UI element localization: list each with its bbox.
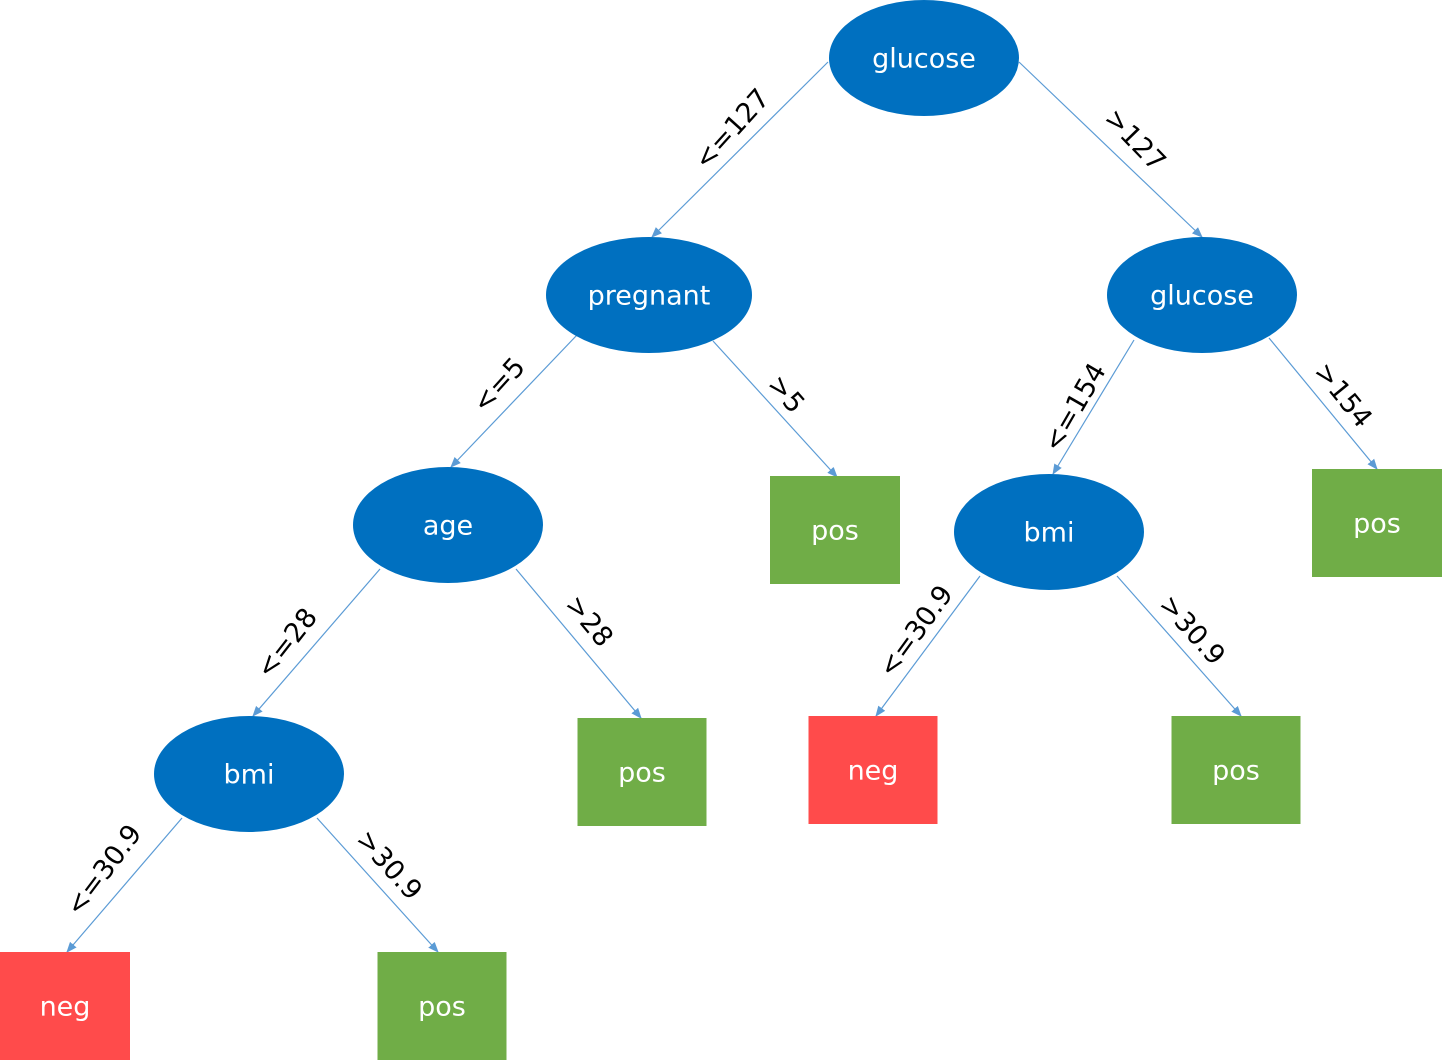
node-label: pos	[1212, 756, 1260, 787]
leaf-node-n12: neg	[0, 952, 130, 1060]
leaf-node-box-pos	[770, 476, 900, 584]
leaf-node-box-pos	[1312, 469, 1442, 577]
edge-n3-n6-arrow	[1052, 339, 1135, 475]
edge-n1-n2-label: <=127	[688, 83, 776, 176]
node-label: pos	[618, 758, 666, 789]
decision-node-ellipse	[154, 716, 344, 832]
decision-node-n6: bmi	[954, 474, 1144, 590]
leaf-node-n9: pos	[577, 718, 707, 826]
node-label: pregnant	[588, 281, 711, 312]
edge-n6-n10-arrow	[875, 575, 981, 717]
leaf-node-box-pos	[1171, 716, 1301, 824]
edges-layer	[66, 61, 1378, 953]
leaf-node-box-neg	[0, 952, 130, 1060]
leaf-node-box-pos	[377, 952, 507, 1060]
edge-n4-n9-arrow	[515, 568, 642, 719]
leaf-node-n13: pos	[377, 952, 507, 1060]
node-label: pos	[418, 992, 466, 1023]
decision-node-n8: bmi	[154, 716, 344, 832]
node-label: pos	[811, 516, 859, 547]
node-label: bmi	[224, 760, 275, 791]
node-label: bmi	[1024, 518, 1075, 549]
decision-node-n3: glucose	[1107, 237, 1297, 353]
edge-n2-n5-arrow	[712, 340, 838, 478]
edge-n4-n8-label: <=28	[250, 602, 323, 684]
leaf-node-n10: neg	[808, 716, 938, 824]
edge-n3-n7-label: >154	[1307, 357, 1378, 434]
edge-n6-n11-label: >30.9	[1153, 589, 1231, 671]
decision-node-n1: glucose	[829, 0, 1019, 116]
decision-node-ellipse	[1107, 237, 1297, 353]
leaf-node-n7: pos	[1312, 469, 1442, 577]
node-label: age	[423, 511, 473, 542]
leaf-node-n5: pos	[770, 476, 900, 584]
decision-node-n4: age	[353, 467, 543, 583]
edge-n8-n12-label: <=30.9	[60, 819, 148, 922]
edge-n2-n4-label: <=5	[467, 352, 532, 419]
leaf-node-n11: pos	[1171, 716, 1301, 824]
edge-n1-n3-label: >127	[1098, 103, 1172, 178]
edge-n8-n13-label: >30.9	[350, 824, 428, 906]
edge-n8-n13-arrow	[316, 817, 439, 953]
decision-node-n2: pregnant	[546, 237, 752, 353]
node-label: neg	[848, 756, 899, 787]
node-label: glucose	[1150, 281, 1254, 312]
edge-n1-n2-arrow	[651, 61, 829, 238]
edge-n3-n6-label: <=154	[1038, 358, 1113, 457]
decision-node-ellipse	[954, 474, 1144, 590]
decision-node-ellipse	[353, 467, 543, 583]
node-label: pos	[1353, 509, 1401, 540]
node-label: neg	[40, 992, 91, 1023]
edge-n2-n5-label: >5	[761, 369, 811, 419]
edge-n6-n10-label: <=30.9	[873, 580, 960, 683]
leaf-node-box-pos	[577, 718, 707, 826]
edge-n6-n11-arrow	[1116, 575, 1242, 717]
node-label: glucose	[872, 44, 976, 75]
edge-n4-n8-arrow	[252, 568, 381, 717]
edge-n3-n7-arrow	[1268, 337, 1378, 470]
decision-node-ellipse	[546, 237, 752, 353]
decision-node-ellipse	[829, 0, 1019, 116]
edge-n1-n3-arrow	[1018, 61, 1203, 238]
edge-n8-n12-arrow	[66, 817, 183, 953]
leaf-node-box-neg	[808, 716, 938, 824]
edge-n4-n9-label: >28	[559, 590, 619, 654]
edge-n2-n4-arrow	[450, 334, 578, 468]
